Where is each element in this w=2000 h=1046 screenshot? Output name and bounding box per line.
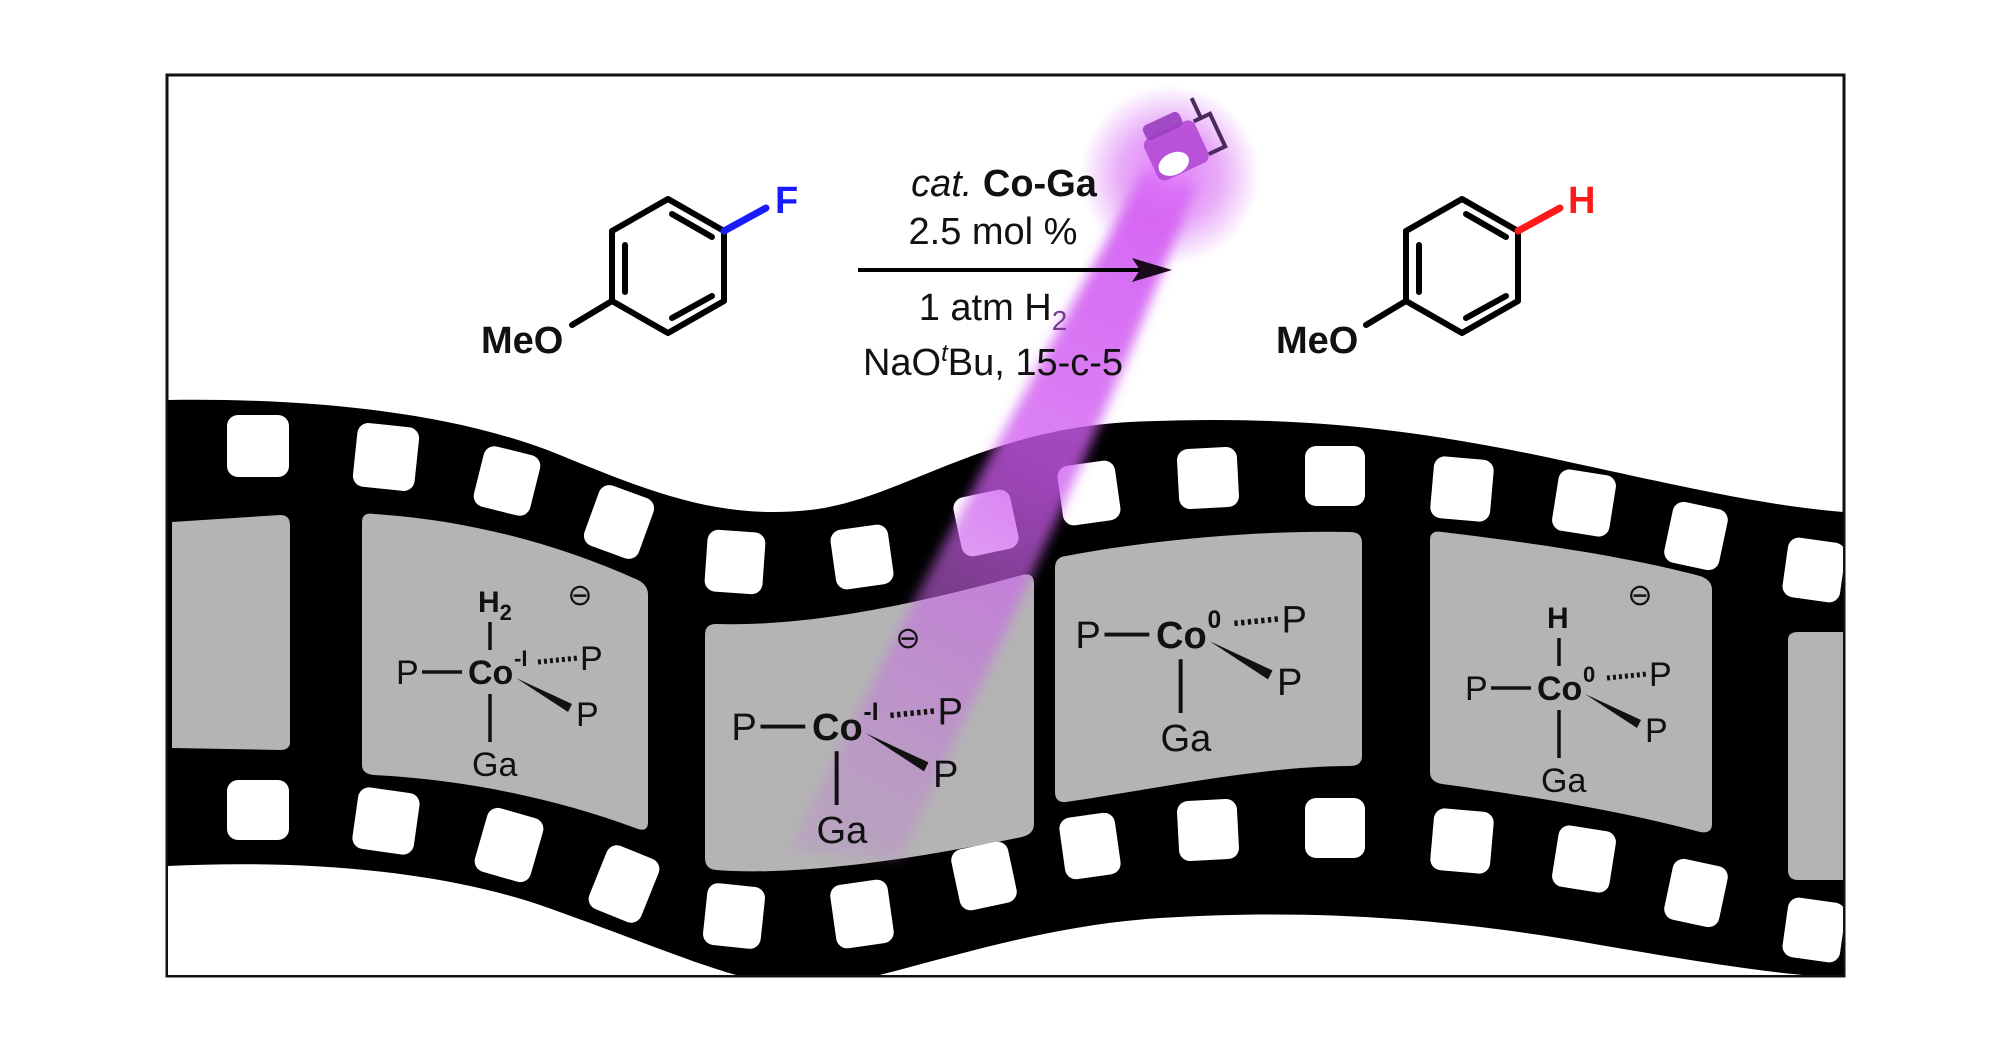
reaction-arrow-head (1132, 258, 1172, 282)
gallium-label: Ga (1160, 718, 1212, 760)
product-hydrogen-label: H (1568, 180, 1595, 222)
top-hydride-label: H (1547, 602, 1569, 635)
hashed-phosphine-label: P (937, 691, 962, 733)
pressure-text: 1 atm H (919, 287, 1052, 329)
oxidation-state: 0 (1208, 607, 1222, 634)
wedge-phosphine-label: P (576, 696, 599, 734)
sprocket-holes-bottom (227, 780, 1843, 963)
film-strip-lower-background (168, 864, 737, 975)
hashed-phosphine-label: P (580, 640, 603, 678)
left-phosphine-label: P (1075, 615, 1100, 657)
film-frame-1 (362, 513, 648, 830)
conditions-base: NaOtBu, 15-c-5 (863, 340, 1123, 384)
oxidation-state: 0 (1583, 662, 1595, 687)
film-frame-4 (1430, 531, 1712, 833)
left-phosphine-label: P (396, 654, 419, 692)
pressure-subscript: 2 (1052, 305, 1068, 336)
gallium-label: Ga (472, 746, 517, 784)
product-molecule (1363, 196, 1564, 336)
film-frame-5 (1788, 632, 1843, 880)
gallium-label: Ga (1541, 762, 1586, 800)
hashed-phosphine-label: P (1281, 599, 1306, 641)
metal-label: Co (1537, 670, 1582, 708)
wedge-bond (1585, 694, 1641, 728)
left-phosphine-label: P (731, 707, 756, 749)
catalyst-name: Co-Ga (983, 163, 1098, 205)
metal-label: Co (468, 654, 513, 692)
metal-label: Co (1156, 615, 1207, 657)
product-substituent: MeO (1276, 320, 1358, 362)
hashed-bond (1234, 616, 1280, 627)
wedge-phosphine-label: P (1645, 712, 1668, 750)
conditions-pressure: 1 atm H2 (919, 287, 1068, 336)
hashed-bond (890, 708, 936, 719)
wedge-bond (1209, 641, 1273, 680)
film-strip-lower-background-right (879, 914, 1803, 975)
gallium-label: Ga (816, 810, 868, 852)
base-prefix: NaO (863, 342, 941, 384)
hashed-bond (1606, 671, 1648, 681)
hashed-phosphine-label: P (1649, 656, 1672, 694)
negative-charge-icon: ⊖ (895, 622, 920, 655)
base-suffix: Bu, 15-c-5 (948, 342, 1123, 384)
lamp-icon (1142, 97, 1228, 181)
negative-charge-icon: ⊖ (567, 579, 592, 612)
reactant-molecule (569, 196, 770, 336)
left-phosphine-label: P (1465, 670, 1488, 708)
conditions-catalyst: cat. Co-Ga (911, 163, 1098, 205)
wedge-phosphine-label: P (933, 754, 958, 796)
metal-label: Co (812, 707, 863, 749)
film-frame-3 (1055, 531, 1362, 803)
light-beam (790, 170, 1195, 860)
wedge-bond (516, 678, 572, 712)
film-frame-0 (172, 515, 290, 750)
hashed-bond (537, 655, 579, 665)
oxidation-state: -I (864, 699, 879, 726)
top-hydride-subscript: 2 (500, 600, 512, 625)
reactant-fluorine-label: F (775, 180, 798, 222)
base-superscript: t (941, 340, 949, 367)
wedge-phosphine-label: P (1277, 662, 1302, 704)
catalyst-prefix: cat. (911, 163, 972, 205)
negative-charge-icon: ⊖ (1627, 579, 1652, 612)
oxidation-state: -I (514, 646, 527, 671)
wedge-bond (865, 733, 929, 772)
conditions-loading: 2.5 mol % (909, 211, 1078, 253)
reactant-substituent: MeO (481, 320, 563, 362)
